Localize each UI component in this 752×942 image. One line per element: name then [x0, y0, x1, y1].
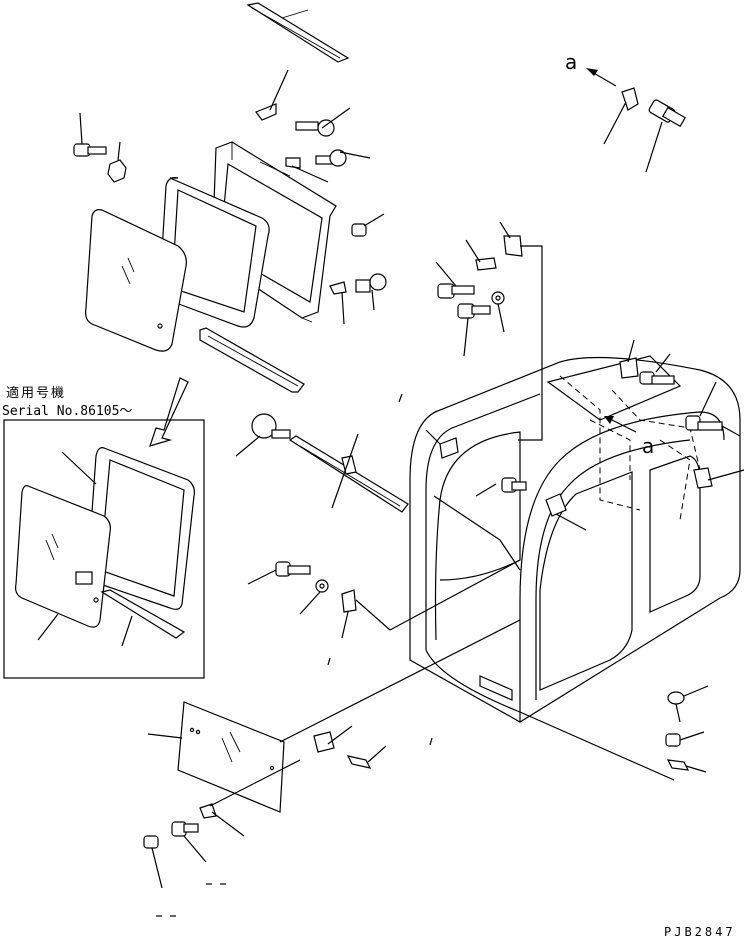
lower-bolt-part [247, 561, 311, 585]
serial-inset-box [3, 377, 205, 679]
view-a-bolt-part [645, 99, 686, 173]
upper-glass-part [85, 209, 187, 352]
frame-cap-part [351, 213, 385, 237]
frame-bolt3-part [355, 273, 387, 311]
lower-latch-part [341, 559, 521, 639]
frame-clip-part [285, 157, 329, 183]
view-a-callout-top: a [565, 50, 578, 74]
lower-glass-part [147, 619, 521, 813]
cab-arrow-a [604, 416, 637, 433]
frame-nut-part [107, 141, 127, 183]
mid-bolt-part [435, 261, 475, 299]
mid-washer-part [491, 291, 505, 333]
mid-plate-part [465, 239, 497, 271]
cab-fastener-part [475, 477, 527, 497]
shim-part [519, 711, 707, 781]
lower-bracket-part [313, 725, 353, 753]
frame-clip2-part [329, 281, 347, 325]
applicability-label: 適用号機 [6, 386, 67, 401]
cab-body-part [409, 339, 741, 723]
cab-bolt-part [639, 353, 675, 385]
cab-clip-part [693, 467, 745, 489]
mid-bolt2-part [457, 303, 491, 357]
grommet-part [665, 731, 705, 747]
frame-bolt2-part [315, 149, 371, 167]
glass-rail-part [199, 327, 305, 393]
lower-plate-part [346, 745, 387, 769]
side-bar-part [288, 433, 409, 513]
cab-bolt2-part [685, 381, 741, 437]
view-a-callout-cab: a [642, 434, 655, 458]
frame-bracket-part [255, 69, 289, 121]
mid-bracket-part [499, 221, 543, 441]
lower-clip-part [199, 759, 301, 837]
lower-cap-part [143, 835, 163, 889]
drawing-code: PJB2847 [664, 925, 736, 939]
lower-washer-part [299, 579, 329, 615]
view-a-bracket-part [586, 68, 639, 145]
frame-bolt-part [73, 112, 107, 157]
frame-screw-part [295, 107, 351, 137]
serial-number-label: Serial No.86105～ [2, 404, 133, 419]
top-strip-part [246, 2, 350, 63]
rivet-part [667, 685, 709, 723]
side-bolt-part [235, 413, 291, 457]
lower-bolt2-part [171, 821, 207, 863]
